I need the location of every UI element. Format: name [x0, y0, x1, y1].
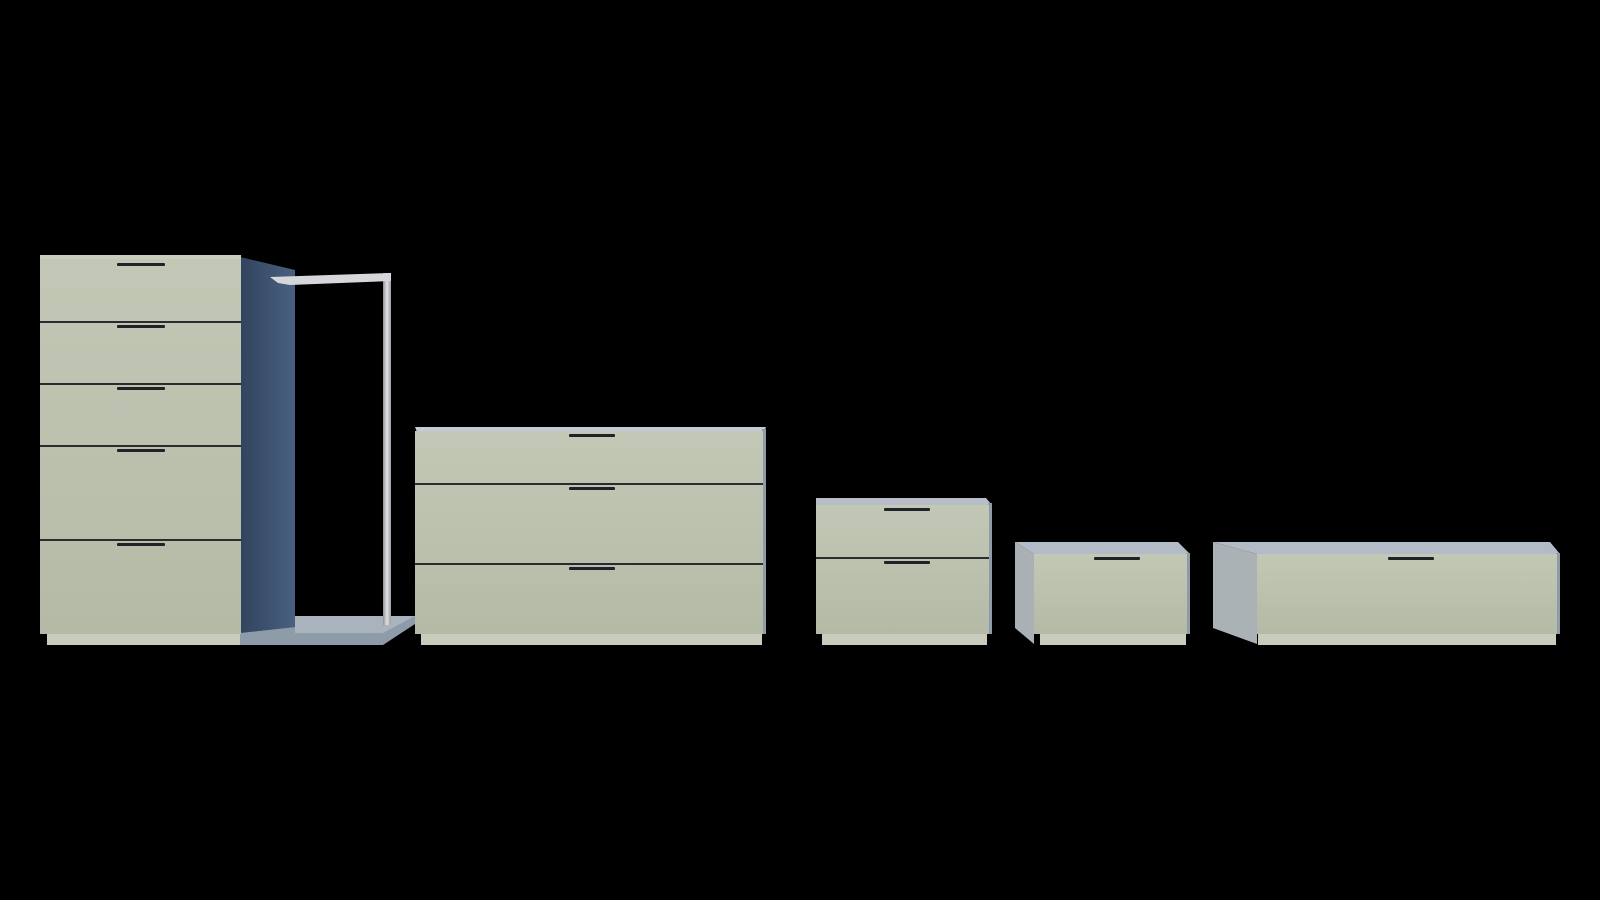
low-bench-side	[1213, 542, 1257, 644]
nightstand-plinth	[822, 633, 987, 645]
nightstand-body	[816, 505, 989, 634]
nightstand	[816, 498, 992, 645]
low-bench-top	[1213, 542, 1560, 554]
valet-stand-rail-vertical	[383, 273, 391, 625]
low-bench-side-right	[1556, 553, 1560, 634]
low-cube-side	[1015, 542, 1034, 644]
low-bench-plinth	[1258, 633, 1556, 645]
wide-chest-top	[415, 427, 766, 432]
undefined	[40, 445, 241, 447]
wide-chest	[415, 427, 766, 645]
undefined	[40, 539, 241, 541]
low-cube-body	[1034, 554, 1187, 634]
drawer-handles	[117, 263, 1434, 570]
low-bench	[1213, 542, 1560, 645]
undefined	[415, 483, 763, 485]
drawer-handle-icon	[117, 325, 165, 328]
low-cube	[1015, 542, 1190, 645]
drawer-handle-icon	[569, 567, 615, 570]
undefined	[40, 383, 241, 385]
undefined	[40, 321, 241, 323]
undefined	[415, 563, 763, 565]
drawer-handle-icon	[884, 508, 930, 511]
tall-chest-plinth	[47, 633, 240, 645]
low-cube-top	[1015, 542, 1190, 554]
drawer-handle-icon	[1388, 557, 1434, 560]
tall-chest-top	[40, 255, 241, 259]
drawer-handle-icon	[884, 561, 930, 564]
drawer-gaps	[40, 321, 989, 565]
undefined	[816, 557, 989, 559]
tall-chest-side-panel	[240, 257, 295, 633]
low-cube-plinth	[1040, 633, 1186, 645]
drawer-handle-icon	[569, 434, 615, 437]
low-cube-side-right	[1186, 553, 1190, 634]
valet-stand-rail-top	[270, 273, 391, 285]
drawer-handle-icon	[117, 543, 165, 546]
drawer-handle-icon	[117, 263, 165, 266]
drawer-handle-icon	[569, 487, 615, 490]
drawer-handle-icon	[1094, 557, 1140, 560]
wide-chest-body	[415, 431, 763, 634]
wide-chest-side	[762, 429, 766, 634]
wide-chest-plinth	[421, 633, 762, 645]
nightstand-side	[988, 503, 992, 634]
drawer-handle-icon	[117, 387, 165, 390]
low-bench-body	[1257, 554, 1557, 634]
drawer-handle-icon	[117, 449, 165, 452]
nightstand-top	[816, 498, 992, 505]
